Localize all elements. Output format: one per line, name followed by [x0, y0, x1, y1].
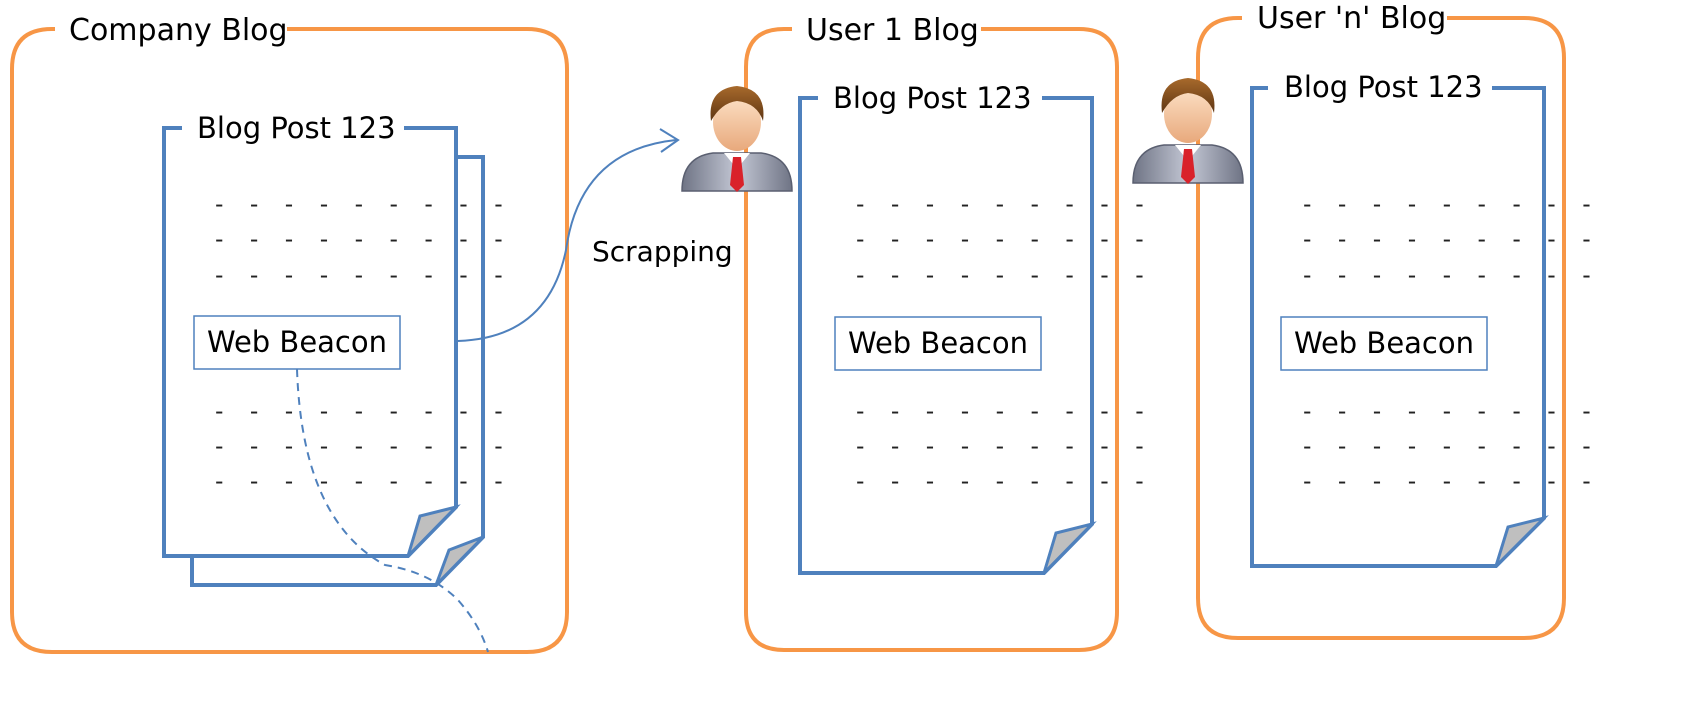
company-blog-frame	[10, 27, 569, 654]
usern-post-title: Blog Post 123	[1284, 70, 1483, 104]
text-placeholder-line: - - - - - - - - -	[212, 261, 509, 289]
text-placeholder-line: - - - - - - - - -	[1300, 467, 1597, 495]
text-placeholder-line: - - - - - - - - -	[853, 261, 1150, 289]
text-placeholder-line: - - - - - - - - -	[853, 467, 1150, 495]
text-placeholder-line: - - - - - - - - -	[1300, 432, 1597, 460]
businessman-icon	[1132, 77, 1244, 185]
text-placeholder-line: - - - - - - - - -	[212, 225, 509, 253]
scrapping-label: Scrapping	[592, 235, 733, 268]
company-web-beacon-label: Web Beacon	[207, 325, 387, 359]
text-placeholder-line: - - - - - - - - -	[853, 397, 1150, 425]
usern-web-beacon-box	[1280, 316, 1488, 371]
back-page-fold	[434, 535, 485, 587]
text-placeholder-line: - - - - - - - - -	[1300, 397, 1597, 425]
user1-blog-frame	[744, 27, 1119, 652]
arrow-head-icon	[659, 128, 680, 153]
text-placeholder-line: - - - - - - - - -	[1300, 225, 1597, 253]
usern-page-fold	[1494, 515, 1549, 568]
usern-blog-frame	[1196, 16, 1566, 640]
text-placeholder-line: - - - - - - - - -	[212, 190, 509, 218]
usern-web-beacon-label: Web Beacon	[1294, 326, 1474, 360]
user1-post-title: Blog Post 123	[833, 81, 1032, 115]
user1-web-beacon-label: Web Beacon	[848, 326, 1028, 360]
text-placeholder-line: - - - - - - - - -	[853, 432, 1150, 460]
company-web-beacon-box	[193, 315, 401, 370]
text-placeholder-line: - - - - - - - - -	[212, 432, 509, 460]
company-title-backing	[56, 8, 284, 52]
text-placeholder-line: - - - - - - - - -	[1300, 190, 1597, 218]
user1-page-fold	[1042, 521, 1097, 575]
company-blog-title: Company Blog	[69, 13, 288, 48]
user1-web-beacon-box	[834, 316, 1042, 371]
usern-title-backing	[1244, 0, 1444, 38]
user1-title-backing	[794, 8, 978, 52]
company-post-title-backing	[184, 108, 402, 148]
company-page-fold	[406, 504, 461, 558]
text-placeholder-line: - - - - - - - - -	[212, 397, 509, 425]
text-placeholder-line: - - - - - - - - -	[853, 190, 1150, 218]
curved-arrow-icon	[457, 139, 677, 342]
text-placeholder-line: - - - - - - - - -	[1300, 261, 1597, 289]
dashed-curve-icon	[296, 368, 489, 653]
user1-post-title-backing	[820, 78, 1040, 118]
usern-post-title-backing	[1270, 68, 1490, 108]
text-placeholder-line: - - - - - - - - -	[853, 225, 1150, 253]
user1-blog-title: User 1 Blog	[806, 13, 979, 48]
company-post-title: Blog Post 123	[197, 111, 396, 145]
text-placeholder-line: - - - - - - - - -	[212, 467, 509, 495]
businessman-icon	[681, 85, 793, 193]
usern-blog-title: User 'n' Blog	[1257, 1, 1446, 36]
